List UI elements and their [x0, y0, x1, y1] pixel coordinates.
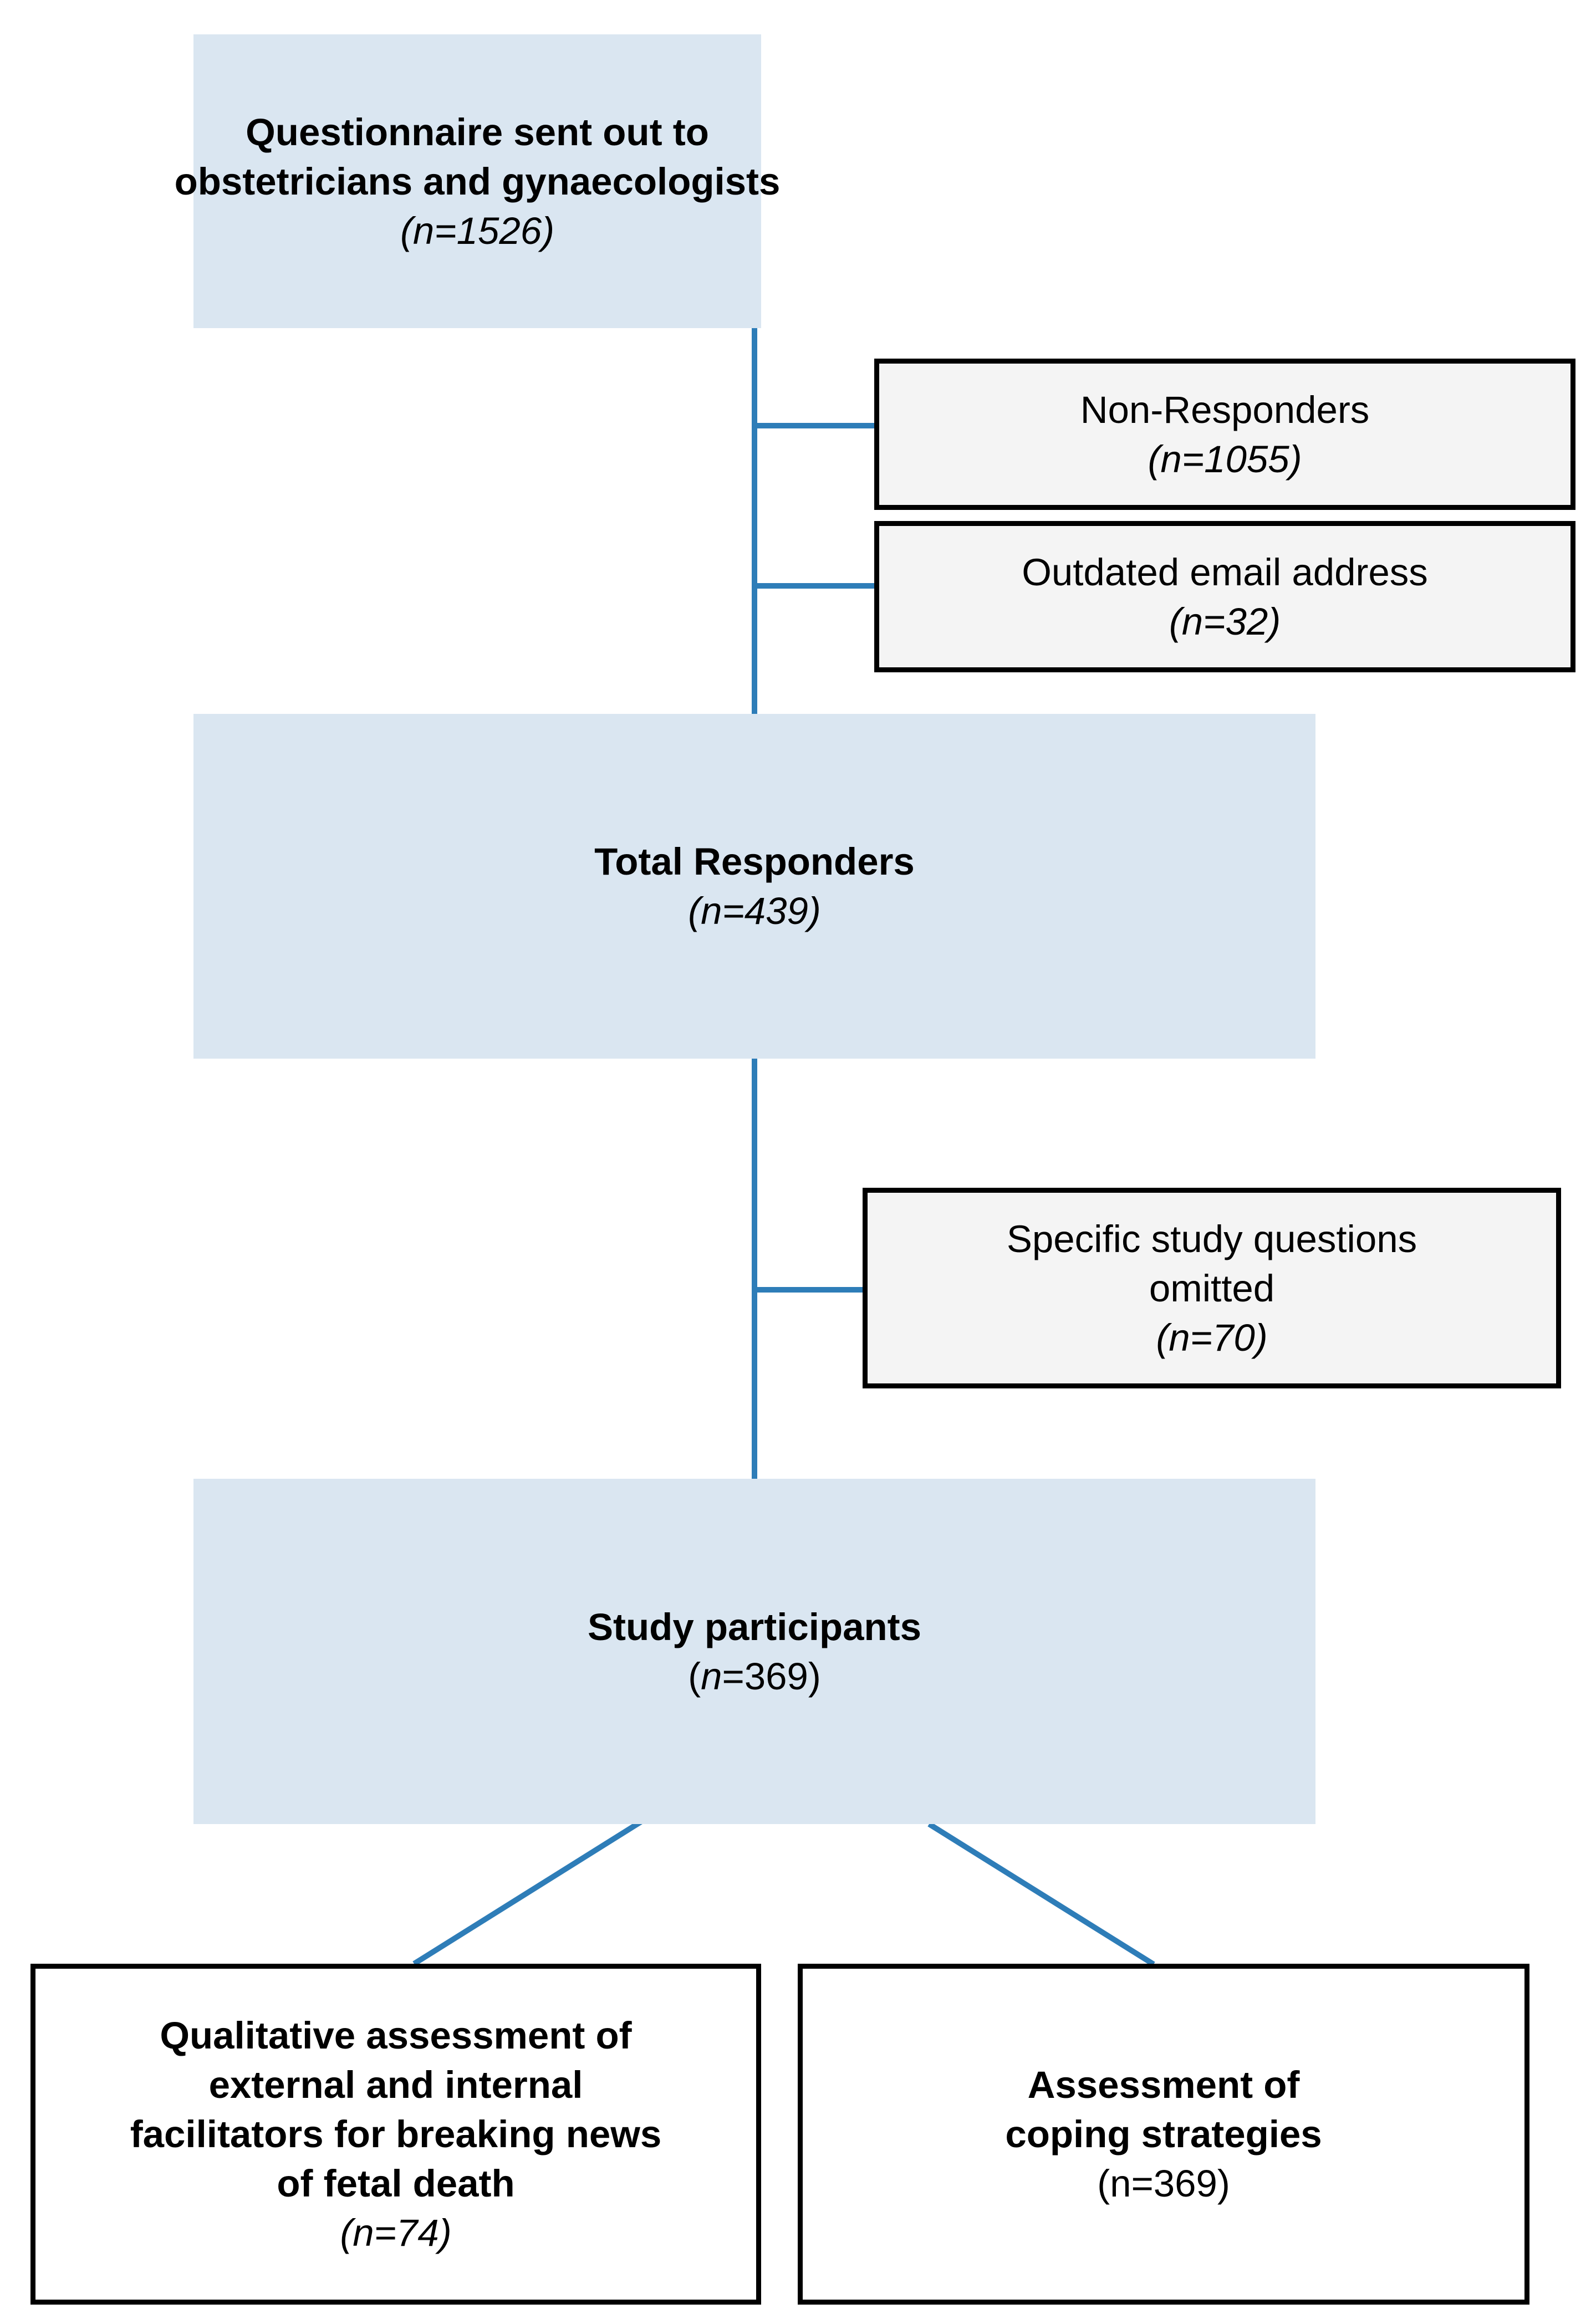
total-responders-count: (n=439)	[688, 890, 821, 932]
coping-line2: coping strategies	[1005, 2113, 1322, 2156]
qualitative-assessment-box: Qualitative assessment of external and i…	[30, 1964, 761, 2305]
outdated-email-count: (n=32)	[1169, 600, 1281, 643]
questionnaire-count: (n=1526)	[400, 209, 555, 252]
questionnaire-title-line1: Questionnaire sent out to	[246, 110, 709, 154]
non-responders-box: Non-Responders (n=1055)	[874, 359, 1575, 510]
omitted-label-line1: Specific study questions	[1006, 1217, 1417, 1260]
qualitative-line1: Qualitative assessment of	[160, 2014, 632, 2057]
study-participants-label: Study participants	[588, 1605, 921, 1648]
qualitative-line4: of fetal death	[277, 2162, 515, 2205]
qualitative-count: (n=74)	[340, 2211, 452, 2254]
questionnaire-title-line2: obstetricians and gynaecologists	[174, 160, 781, 203]
total-responders-label: Total Responders	[594, 840, 915, 883]
connector-to-coping	[927, 1821, 1155, 1967]
coping-strategies-box: Assessment of coping strategies (n=369)	[798, 1964, 1529, 2305]
study-participants-count: (n=369)	[688, 1654, 821, 1698]
outdated-email-label: Outdated email address	[1022, 550, 1428, 594]
qualitative-line2: external and internal	[208, 2063, 583, 2106]
outdated-email-box: Outdated email address (n=32)	[874, 521, 1575, 672]
coping-line1: Assessment of	[1027, 2063, 1300, 2106]
non-responders-label: Non-Responders	[1080, 388, 1370, 431]
coping-count: (n=369)	[1097, 2162, 1230, 2205]
total-responders-box: Total Responders (n=439)	[193, 714, 1315, 1059]
connector-to-qualitative	[412, 1819, 643, 1967]
omitted-count: (n=70)	[1156, 1316, 1268, 1359]
omitted-label-line2: omitted	[1149, 1266, 1275, 1310]
study-participants-box: Study participants (n=369)	[193, 1479, 1315, 1824]
non-responders-count: (n=1055)	[1148, 437, 1302, 481]
omitted-box: Specific study questions omitted (n=70)	[863, 1188, 1561, 1388]
questionnaire-box: Questionnaire sent out to obstetricians …	[175, 34, 780, 328]
qualitative-line3: facilitators for breaking news	[130, 2113, 662, 2156]
